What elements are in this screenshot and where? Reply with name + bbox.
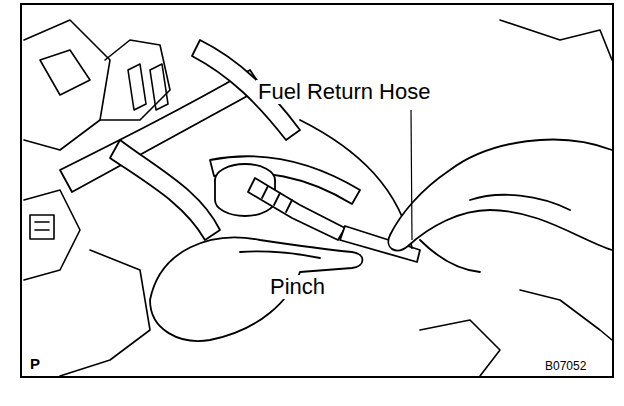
- part-label: Fuel Return Hose: [256, 80, 432, 104]
- frame: [21, 4, 613, 377]
- hoses: [60, 40, 360, 240]
- leader-line: [411, 110, 412, 240]
- view-mark: P: [28, 356, 42, 373]
- hands: [150, 140, 612, 341]
- figure-number: B07052: [543, 360, 588, 373]
- engine-parts: [24, 20, 612, 376]
- action-label: Pinch: [268, 275, 327, 299]
